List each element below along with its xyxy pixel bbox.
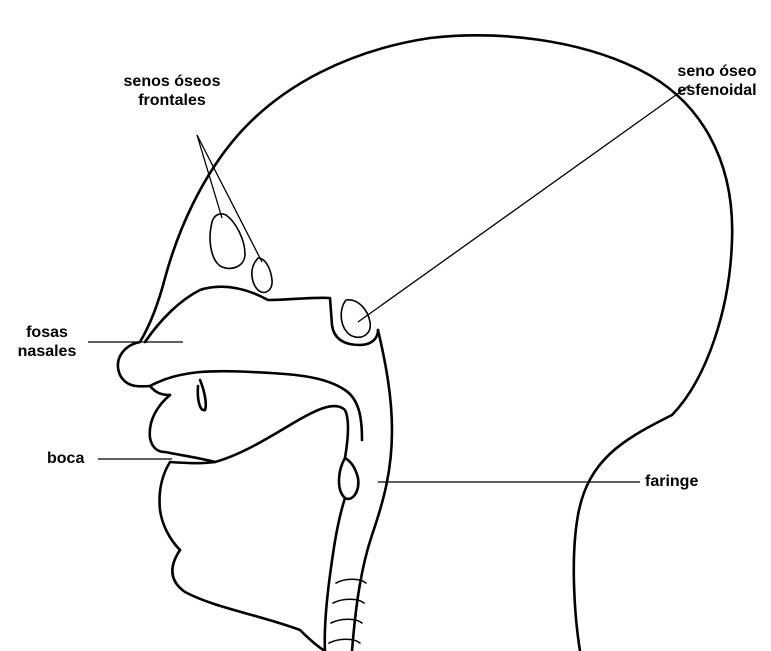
sphenoid-sinus-label-line2: esfenoidal — [667, 81, 767, 100]
trachea-ring-2 — [333, 599, 364, 603]
frontal-sinus-label: senos óseos frontales — [112, 72, 232, 110]
frontal-sinus-lower — [252, 258, 272, 292]
soft-palate — [198, 380, 206, 410]
upper-lip-outline — [150, 395, 215, 550]
nasal-cavity-roof — [145, 287, 378, 345]
tongue-outline — [215, 406, 348, 462]
frontal-sinus-upper — [210, 214, 245, 269]
pharynx-label: faringe — [645, 472, 698, 491]
frontal-sinus-leader-b — [197, 135, 262, 262]
trachea-ring-3 — [331, 619, 362, 623]
nasal-cavity-label-line2: nasales — [8, 342, 86, 361]
sphenoid-sinus — [341, 300, 370, 337]
trachea-ring-4 — [329, 639, 360, 643]
chin-outline — [172, 550, 325, 651]
nasal-cavity-label: fosas nasales — [8, 323, 86, 361]
frontal-sinus-label-line1: senos óseos — [112, 72, 232, 91]
head-outline — [140, 35, 732, 651]
sphenoid-sinus-label: seno óseo esfenoidal — [667, 62, 767, 100]
epiglottis — [339, 458, 358, 499]
frontal-sinus-label-line2: frontales — [112, 91, 232, 110]
nasal-cavity-label-line1: fosas — [8, 323, 86, 342]
sphenoid-sinus-label-line1: seno óseo — [667, 62, 767, 81]
sphenoid-sinus-leader — [358, 85, 690, 322]
nose-outline — [118, 342, 170, 395]
larynx-outline — [325, 498, 345, 651]
mouth-label: boca — [47, 449, 84, 468]
